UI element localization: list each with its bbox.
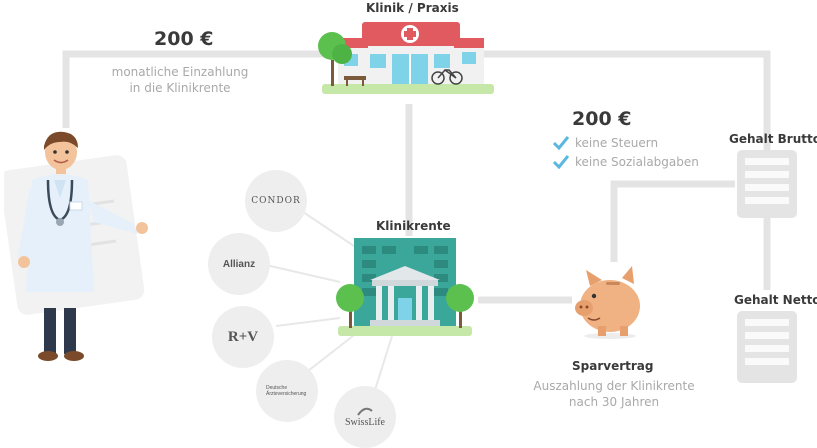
benefit-label: keine Steuern [575,136,659,150]
payment-note: monatliche Einzahlung in die Klinikrente [100,64,260,96]
sparvertrag-note-line1: Auszahlung der Klinikrente [533,379,695,393]
klinik-title: Klinik / Praxis [366,1,459,15]
ruv-label: R+V [227,328,259,345]
gehalt-netto-title: Gehalt Netto [734,293,817,307]
ruv-logo: R+V [212,306,274,368]
payment-note-line2: in die Klinikrente [129,81,231,95]
check-icon [553,136,569,150]
benefits-amount: 200 € [572,108,632,130]
benefit-item: keine Sozialabgaben [553,152,699,172]
klinikrente-title: Klinikrente [376,219,451,233]
allianz-label: Allianz [222,258,256,270]
condor-label: CONDOR [251,196,301,206]
check-icon [553,155,569,169]
payslip-gross-icon [737,150,797,218]
doctor-illustration [4,131,148,361]
swisslife-logo: SwissLife [334,386,396,448]
allianz-logo: Allianz [208,233,270,295]
deutsche-aerzteversicherung-logo: Deutsche Ärzteversicherung [256,360,318,422]
gehalt-brutto-title: Gehalt Brutto [729,132,817,146]
piggy-bank-icon [575,266,640,339]
condor-logo: CONDOR [245,170,307,232]
clinic-building-icon [318,22,494,94]
sparvertrag-note: Auszahlung der Klinikrente nach 30 Jahre… [530,378,698,410]
klinikrente-building-icon [336,238,474,336]
swisslife-icon [357,407,373,416]
sparvertrag-title: Sparvertrag [572,359,654,373]
sparvertrag-note-line2: nach 30 Jahren [568,395,660,409]
swisslife-label: SwissLife [345,416,385,428]
benefit-item: keine Steuern [553,133,658,153]
deutsche-label-line2: Ärzteversicherung [266,391,307,397]
payment-note-line1: monatliche Einzahlung [111,65,249,79]
deutsche-label-line1: Deutsche [266,385,288,391]
payslip-net-icon [737,311,797,383]
benefit-label: keine Sozialabgaben [575,155,699,169]
payment-amount: 200 € [154,28,214,50]
